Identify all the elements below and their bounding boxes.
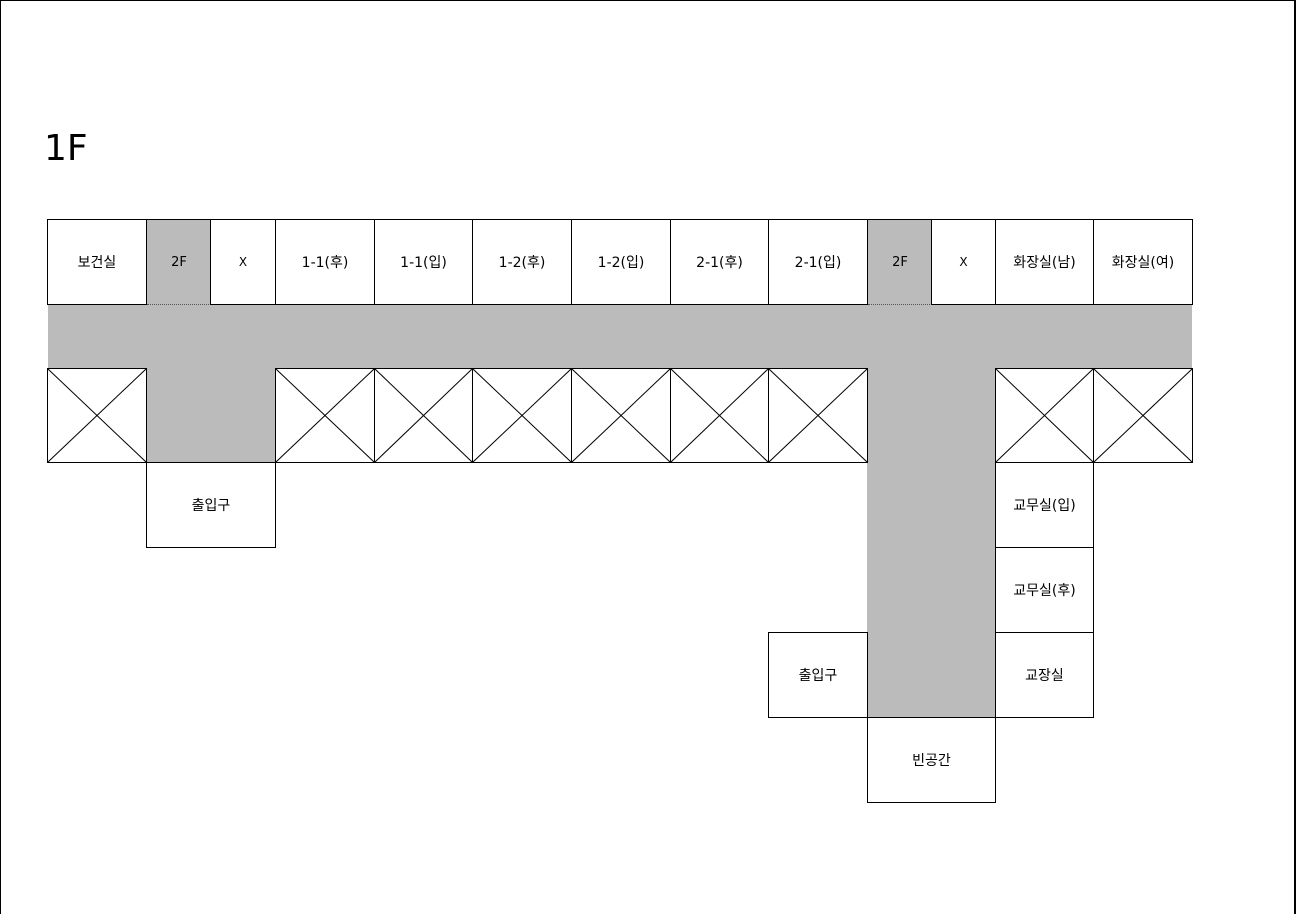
principal-office[interactable]: 교장실 xyxy=(995,632,1094,718)
crossed-box xyxy=(472,368,572,463)
floor-title: 1F xyxy=(44,128,88,169)
crossed-box xyxy=(275,368,375,463)
entrance-right[interactable]: 출입구 xyxy=(768,632,868,718)
cross-mark-icon xyxy=(671,369,768,462)
cross-mark-icon xyxy=(996,369,1093,462)
cross-mark-icon xyxy=(48,369,146,462)
empty-space[interactable]: 빈공간 xyxy=(867,717,996,803)
teachers-office-back[interactable]: 교무실(후) xyxy=(995,547,1094,633)
room-1-2-front[interactable]: 1-2(입) xyxy=(571,219,671,305)
cross-mark-icon xyxy=(276,369,374,462)
room-x-left[interactable]: X xyxy=(210,219,276,305)
cross-mark-icon xyxy=(1094,369,1192,462)
room-1-1-front[interactable]: 1-1(입) xyxy=(374,219,473,305)
crossed-box xyxy=(768,368,868,463)
stairs-left[interactable]: 2F xyxy=(147,219,211,305)
room-2-1-back[interactable]: 2-1(후) xyxy=(670,219,769,305)
crossed-box xyxy=(995,368,1094,463)
restroom-men[interactable]: 화장실(남) xyxy=(995,219,1094,305)
crossed-box xyxy=(47,368,147,463)
cross-mark-icon xyxy=(769,369,867,462)
entrance-left[interactable]: 출입구 xyxy=(146,462,276,548)
room-1-2-back[interactable]: 1-2(후) xyxy=(472,219,572,305)
room-2-1-front[interactable]: 2-1(입) xyxy=(768,219,868,305)
crossed-box xyxy=(571,368,671,463)
crossed-box xyxy=(670,368,769,463)
crossed-box xyxy=(374,368,473,463)
room-health[interactable]: 보건실 xyxy=(47,219,147,305)
cross-mark-icon xyxy=(375,369,472,462)
left-corridor-branch xyxy=(146,304,275,463)
crossed-box xyxy=(1093,368,1193,463)
stairs-right[interactable]: 2F xyxy=(868,219,932,305)
teachers-office-front[interactable]: 교무실(입) xyxy=(995,462,1094,548)
room-1-1-back[interactable]: 1-1(후) xyxy=(275,219,375,305)
cross-mark-icon xyxy=(572,369,670,462)
restroom-women[interactable]: 화장실(여) xyxy=(1093,219,1193,305)
right-corridor-branch xyxy=(867,304,995,718)
cross-mark-icon xyxy=(473,369,571,462)
room-x-right[interactable]: X xyxy=(931,219,996,305)
